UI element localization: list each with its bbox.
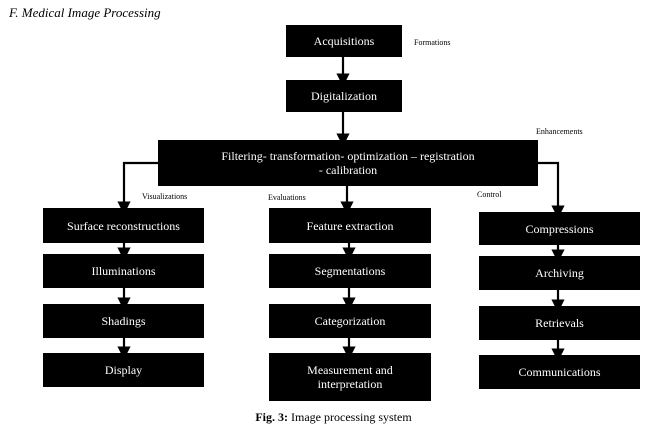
segmentations-box: Segmentations: [269, 254, 431, 288]
display-box: Display: [43, 353, 204, 387]
evaluations-note: Evaluations: [268, 193, 306, 202]
acquisitions-box: Acquisitions: [286, 25, 402, 57]
enhancements-note: Enhancements: [536, 127, 583, 136]
section-heading: F. Medical Image Processing: [9, 5, 161, 20]
digitalization-box: Digitalization: [286, 80, 402, 112]
figure-caption-text: Image processing system: [288, 410, 412, 424]
formations-note: Formations: [414, 38, 451, 47]
measurement-box: Measurement and interpretation: [269, 353, 431, 401]
control-note: Control: [477, 190, 502, 199]
filtering-box: Filtering- transformation- optimization …: [158, 140, 538, 186]
communications-box: Communications: [479, 355, 640, 389]
archiving-box: Archiving: [479, 256, 640, 290]
categorization-box: Categorization: [269, 304, 431, 338]
visualizations-note: Visualizations: [142, 192, 188, 201]
retrievals-box: Retrievals: [479, 306, 640, 340]
figure-caption: Fig. 3: Image processing system: [0, 410, 667, 425]
surface-reconstructions-box: Surface reconstructions: [43, 208, 204, 243]
illuminations-box: Illuminations: [43, 254, 204, 288]
shadings-box: Shadings: [43, 304, 204, 338]
arrow-filter-surface: [117, 161, 158, 215]
arrow-filter-compressions: [538, 161, 565, 219]
feature-extraction-box: Feature extraction: [269, 208, 431, 243]
compressions-box: Compressions: [479, 212, 640, 245]
figure-caption-label: Fig. 3:: [255, 410, 289, 424]
